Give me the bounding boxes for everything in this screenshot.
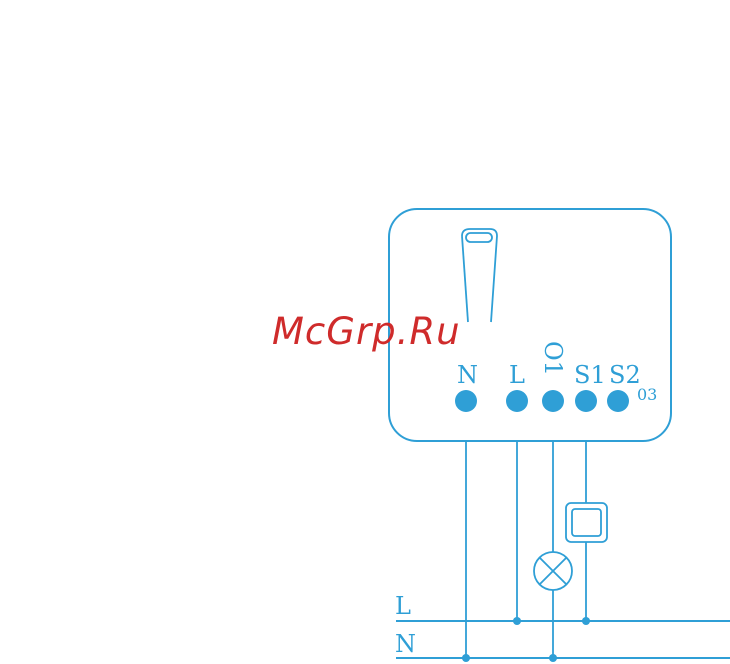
- push-switch-icon: [566, 503, 607, 542]
- terminal-s1: [575, 390, 597, 412]
- terminal-label-l: L: [509, 361, 525, 389]
- supply-label-l: L: [395, 592, 411, 620]
- lamp-icon: [534, 552, 572, 590]
- junction-n-n: [462, 654, 470, 662]
- terminal-l: [506, 390, 528, 412]
- terminal-o1: [542, 390, 564, 412]
- terminal-s2: [607, 390, 629, 412]
- terminal-label-o1: O1: [539, 341, 567, 376]
- watermark: McGrp.Ru: [272, 310, 461, 353]
- model-code: 03: [637, 385, 657, 404]
- supply-label-n: N: [395, 630, 416, 658]
- terminal-label-n: N: [457, 361, 478, 389]
- junction-l-l: [513, 617, 521, 625]
- terminal-n: [455, 390, 477, 412]
- antenna-icon: [462, 229, 497, 322]
- terminal-label-s2: S2: [609, 361, 641, 389]
- junction-s1-l: [582, 617, 590, 625]
- junction-o1-n: [549, 654, 557, 662]
- terminal-label-s1: S1: [574, 361, 606, 389]
